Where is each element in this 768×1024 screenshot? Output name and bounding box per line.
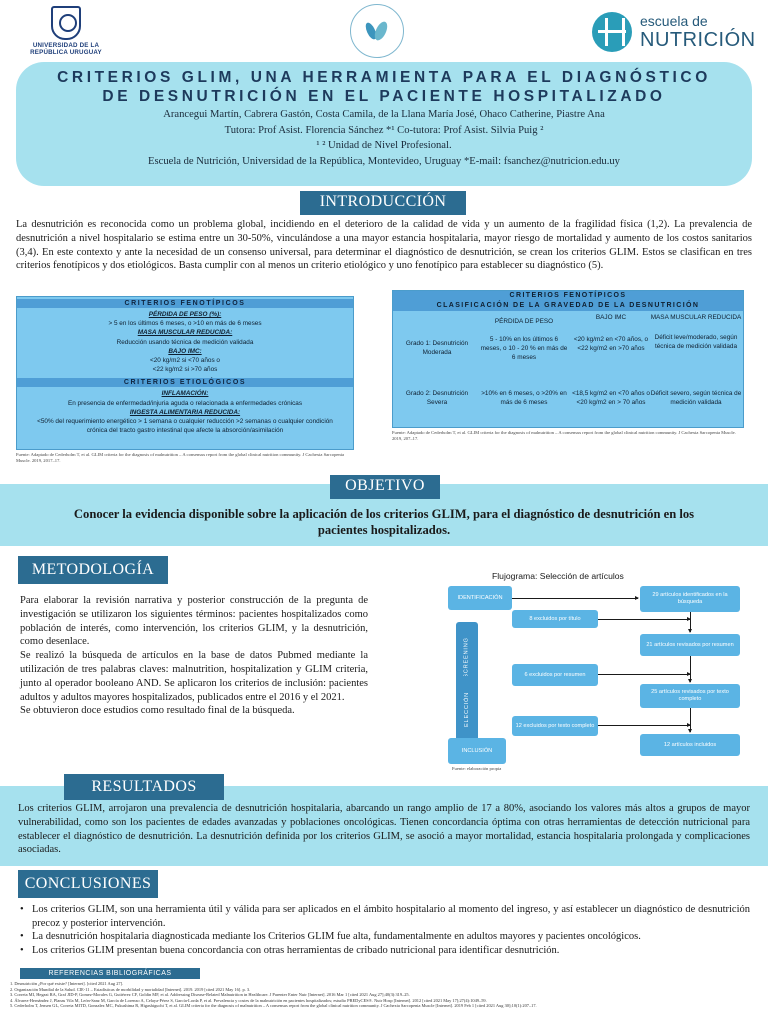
metodologia-p2: Se realizó la búsqueda de artículos en l… xyxy=(20,650,368,703)
perdida-text: > 5 en los últimos 6 meses, o >10 en más… xyxy=(108,320,262,328)
escuela-logo-line2: NUTRICIÓN xyxy=(640,29,756,51)
col-perdida-header: PÉRDIDA DE PESO xyxy=(494,318,554,325)
title-block: CRITERIOS GLIM, UNA HERRAMIENTA PARA EL … xyxy=(16,62,752,186)
affiliation: Escuela de Nutrición, Universidad de la … xyxy=(148,155,620,167)
conclusion-item: Los criterios GLIM presentan buena conco… xyxy=(20,944,750,958)
row1-masa: Déficit leve/moderado, según técnica de … xyxy=(654,334,738,350)
fenotipicos-title: CRITERIOS FENOTÍPICOS xyxy=(17,299,353,308)
perdida-label: PÉRDIDA DE PESO (%): xyxy=(148,311,222,318)
flujograma-fuente: Fuente: elaboración propia xyxy=(452,766,502,771)
tutors: Tutora: Prof Asist. Florencia Sánchez *¹… xyxy=(224,124,544,136)
university-shield-icon xyxy=(51,6,81,40)
flow-box-excluidos-texto: 12 excluidos por texto completo xyxy=(512,716,598,736)
flow-box-revisados-texto: 25 artículos revisados por texto complet… xyxy=(640,684,740,708)
eleccion-box: ELECCIÓN xyxy=(456,676,478,742)
introduccion-heading: INTRODUCCIÓN xyxy=(300,191,466,215)
metodologia-p3: Se obtuvieron doce estudios como resulta… xyxy=(20,705,295,717)
inflamacion-text: En presencia de enfermedad/injuria aguda… xyxy=(67,399,303,407)
screening-box: SCREENING xyxy=(456,622,478,692)
imc-text-2: <22 kg/m2 si >70 años xyxy=(152,366,218,374)
escuela-logo-line1: escuela de xyxy=(640,13,708,29)
row2-imc: <18,5 kg/m2 en <70 años o <20 kg/m2 en >… xyxy=(572,390,650,406)
flow-box-revisados-resumen: 21 artículos revisados por resumen xyxy=(640,634,740,656)
reference-item: 1. Desnutrición ¿Por qué existe? [Intern… xyxy=(10,981,124,986)
identificacion-box: IDENTIFICACIÓN xyxy=(448,586,512,610)
flow-box-excluidos-resumen: 6 excluidos por resumen xyxy=(512,664,598,686)
row2-perdida: >10% en 6 meses, o >20% en más de 6 mese… xyxy=(481,390,567,406)
escuela-nutricion-logo: escuela de NUTRICIÓN xyxy=(592,12,755,52)
flow-box-identificados: 29 artículos identificados en la búsqued… xyxy=(640,586,740,612)
flow-arrow xyxy=(688,656,692,683)
flow-box-excluidos-titulo: 8 excluidos por título xyxy=(512,610,598,628)
reference-item: 2. Organización Mundial de la Salud. CIE… xyxy=(10,986,251,992)
imc-label: BAJO IMC: xyxy=(168,347,202,355)
row2-masa: Déficit severo, según técnica de medició… xyxy=(650,390,742,406)
conclusion-item: Los criterios GLIM, son una herramienta … xyxy=(20,903,750,930)
flow-arrow-connector xyxy=(598,723,691,727)
metodologia-text: Para elaborar la revisión narrativa y po… xyxy=(20,594,368,718)
flow-arrow xyxy=(688,708,692,733)
flujograma-title: Flujograma: Selección de artículos xyxy=(492,571,624,581)
objetivo-text: Conocer la evidencia disponible sobre la… xyxy=(73,507,695,537)
imc-text-1: <20 kg/m2 si <70 años o xyxy=(150,357,220,365)
ingesta-text-2: crónica del tracto gastro intestinal que… xyxy=(86,427,284,435)
row1-label: Grado 1: Desnutrición Moderada xyxy=(405,340,469,356)
flow-box-incluidos: 12 artículos incluidos xyxy=(640,734,740,756)
conclusion-item: La desnutrición hospitalaria diagnostica… xyxy=(20,930,750,944)
reference-item: 3. Correia MI, Hegazi RA, Graf JID-P, Go… xyxy=(10,992,410,998)
unit: ¹ ² Unidad de Nivel Profesional. xyxy=(316,140,452,152)
masa-label: MASA MUSCULAR REDUCIDA: xyxy=(137,329,233,337)
introduccion-text: La desnutrición es reconocida como un pr… xyxy=(16,219,752,272)
metodologia-heading: METODOLOGÍA xyxy=(18,556,168,584)
clasificacion-title-1: CRITERIOS FENOTÍPICOS xyxy=(393,291,743,301)
udelar-logo-text: UNIVERSIDAD DE LA REPÚBLICA URUGUAY xyxy=(30,42,102,56)
col-imc-header: BAJO IMC xyxy=(595,314,627,321)
screening-label: SCREENING xyxy=(463,636,470,678)
resultados-text: Los criterios GLIM, arrojaron una preval… xyxy=(18,803,750,856)
criterios-fuente: Fuente: Adaptado de Cederholm T, et al. … xyxy=(16,452,345,463)
criterios-glim-box: CRITERIOS FENOTÍPICOS PÉRDIDA DE PESO (%… xyxy=(16,296,354,450)
udelar-logo: UNIVERSIDAD DE LA REPÚBLICA URUGUAY xyxy=(28,6,104,56)
objetivo-heading: OBJETIVO xyxy=(330,475,440,499)
clasificacion-fuente: Fuente: Adaptado de Cederholm T, et al. … xyxy=(392,430,736,441)
inflamacion-label: INFLAMACIÓN: xyxy=(161,390,209,398)
referencias-heading: REFERENCIAS BIBLIOGRÁFICAS xyxy=(20,968,200,979)
row2-label: Grado 2: Desnutrición Severa xyxy=(405,390,469,406)
etiologicos-title: CRITERIOS ETIOLÓGICOS xyxy=(17,378,353,388)
authors: Arancegui Martín, Cabrera Gastón, Costa … xyxy=(163,109,605,120)
flow-arrow-connector xyxy=(598,617,691,621)
flow-arrow xyxy=(688,612,692,633)
reference-item: 4. Álvarez-Hernández J, Planas Vila M, L… xyxy=(10,997,487,1003)
masa-text: Reducción usando técnica de medición val… xyxy=(116,338,254,346)
eleccion-label: ELECCIÓN xyxy=(463,691,470,727)
resultados-heading: RESULTADOS xyxy=(64,774,224,800)
row1-imc: <20 kg/m2 en <70 años, o <22 kg/m2 en >7… xyxy=(573,336,649,352)
ingesta-text-1: <50% del requerimiento energético > 1 se… xyxy=(37,418,333,426)
ingesta-label: INGESTA ALIMENTARIA REDUCIDA: xyxy=(129,408,241,416)
flow-arrow xyxy=(512,596,639,600)
col-masa-header: MASA MUSCULAR REDUCIDA xyxy=(650,314,742,321)
clasificacion-table: CRITERIOS FENOTÍPICOS CLASIFICACIÓN DE L… xyxy=(392,290,744,428)
conclusiones-list: Los criterios GLIM, son una herramienta … xyxy=(20,903,750,957)
row1-perdida: 5 - 10% en los últimos 6 meses, o 10 - 2… xyxy=(480,336,568,361)
nutrition-cross-icon xyxy=(592,12,632,52)
reference-item: 5. Cederholm T, Jensen GL, Correia MITD,… xyxy=(10,1003,537,1009)
conclusiones-heading: CONCLUSIONES xyxy=(18,870,158,898)
nutrition-school-seal-icon xyxy=(344,2,410,60)
referencias-list: 1. Desnutrición ¿Por qué existe? [Intern… xyxy=(10,981,760,1009)
metodologia-p1: Para elaborar la revisión narrativa y po… xyxy=(20,595,368,648)
clasificacion-title-2: CLASIFICACIÓN DE LA GRAVEDAD DE LA DESNU… xyxy=(393,301,743,311)
flow-arrow-connector xyxy=(598,672,691,676)
inclusion-box: INCLUSIÓN xyxy=(448,738,506,764)
poster-title: CRITERIOS GLIM, UNA HERRAMIENTA PARA EL … xyxy=(57,69,711,105)
